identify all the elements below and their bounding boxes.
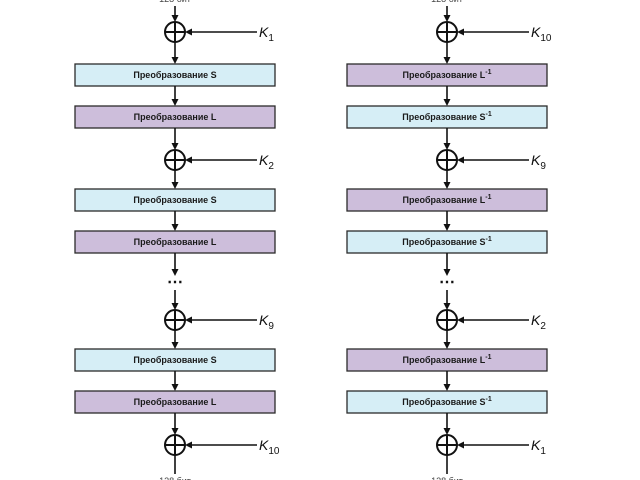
output-size-label: 128 бит	[431, 476, 463, 480]
transform-block: Преобразование S	[74, 348, 276, 372]
arrowhead-icon	[171, 57, 179, 64]
arrowhead-icon	[171, 342, 179, 349]
decryption-column: 128 битK10Преобразование L-1Преобразован…	[346, 0, 552, 480]
round-key-label: K2	[531, 312, 546, 332]
arrowhead-icon	[171, 224, 179, 231]
arrowhead-icon	[443, 428, 451, 435]
arrowhead-icon	[457, 441, 464, 449]
round-key-label: K10	[531, 24, 552, 44]
transform-label: Преобразование S-1	[402, 236, 492, 247]
round-key-label: K10	[259, 437, 280, 457]
arrowhead-icon	[443, 224, 451, 231]
arrowhead-icon	[171, 384, 179, 391]
arrowhead-icon	[171, 428, 179, 435]
xor-node	[164, 149, 186, 171]
transform-block: Преобразование S-1	[346, 230, 548, 254]
round-key-label: K1	[259, 24, 274, 44]
transform-label: Преобразование S	[133, 355, 216, 365]
arrowhead-icon	[443, 99, 451, 106]
round-key-label: K9	[259, 312, 274, 332]
xor-node	[164, 434, 186, 456]
encryption-column: 128 битK1Преобразование SПреобразование …	[74, 0, 280, 480]
ellipsis: ⋯	[167, 274, 183, 291]
arrowhead-icon	[443, 15, 451, 22]
arrowhead-icon	[443, 303, 451, 310]
arrowhead-icon	[457, 156, 464, 164]
arrowhead-icon	[171, 269, 179, 276]
xor-node	[164, 21, 186, 43]
transform-block: Преобразование L-1	[346, 63, 548, 87]
xor-node	[436, 309, 458, 331]
transform-label: Преобразование S-1	[402, 396, 492, 407]
transform-block: Преобразование S-1	[346, 390, 548, 414]
arrowhead-icon	[185, 28, 192, 36]
input-size-label: 128 бит	[431, 0, 463, 4]
arrowhead-icon	[443, 269, 451, 276]
arrowhead-icon	[185, 441, 192, 449]
arrowhead-icon	[443, 384, 451, 391]
xor-node	[436, 21, 458, 43]
xor-node	[436, 434, 458, 456]
transform-label: Преобразование L-1	[402, 194, 491, 205]
transform-label: Преобразование L	[134, 112, 217, 122]
arrowhead-icon	[185, 156, 192, 164]
arrowhead-icon	[171, 303, 179, 310]
round-key-label: K2	[259, 152, 274, 172]
arrowhead-icon	[171, 15, 179, 22]
arrowhead-icon	[171, 99, 179, 106]
arrowhead-icon	[171, 143, 179, 150]
transform-block: Преобразование L	[74, 390, 276, 414]
round-key-label: K1	[531, 437, 546, 457]
transform-block: Преобразование L-1	[346, 188, 548, 212]
transform-block: Преобразование S	[74, 188, 276, 212]
arrowhead-icon	[443, 57, 451, 64]
transform-block: Преобразование S	[74, 63, 276, 87]
transform-block: Преобразование L	[74, 230, 276, 254]
xor-node	[436, 149, 458, 171]
transform-label: Преобразование S	[133, 70, 216, 80]
transform-label: Преобразование S-1	[402, 111, 492, 122]
round-key-label: K9	[531, 152, 546, 172]
transform-label: Преобразование L-1	[402, 354, 491, 365]
arrowhead-icon	[443, 342, 451, 349]
ellipsis: ⋯	[439, 274, 455, 291]
arrowhead-icon	[457, 316, 464, 324]
transform-block: Преобразование L-1	[346, 348, 548, 372]
transform-block: Преобразование S-1	[346, 105, 548, 129]
transform-label: Преобразование L	[134, 237, 217, 247]
arrowhead-icon	[443, 143, 451, 150]
transform-label: Преобразование L-1	[402, 69, 491, 80]
arrowhead-icon	[443, 182, 451, 189]
arrowhead-icon	[185, 316, 192, 324]
xor-node	[164, 309, 186, 331]
transform-block: Преобразование L	[74, 105, 276, 129]
output-size-label: 128 бит	[159, 476, 191, 480]
arrowhead-icon	[171, 182, 179, 189]
input-size-label: 128 бит	[159, 0, 191, 4]
arrowhead-icon	[457, 28, 464, 36]
transform-label: Преобразование L	[134, 397, 217, 407]
transform-label: Преобразование S	[133, 195, 216, 205]
